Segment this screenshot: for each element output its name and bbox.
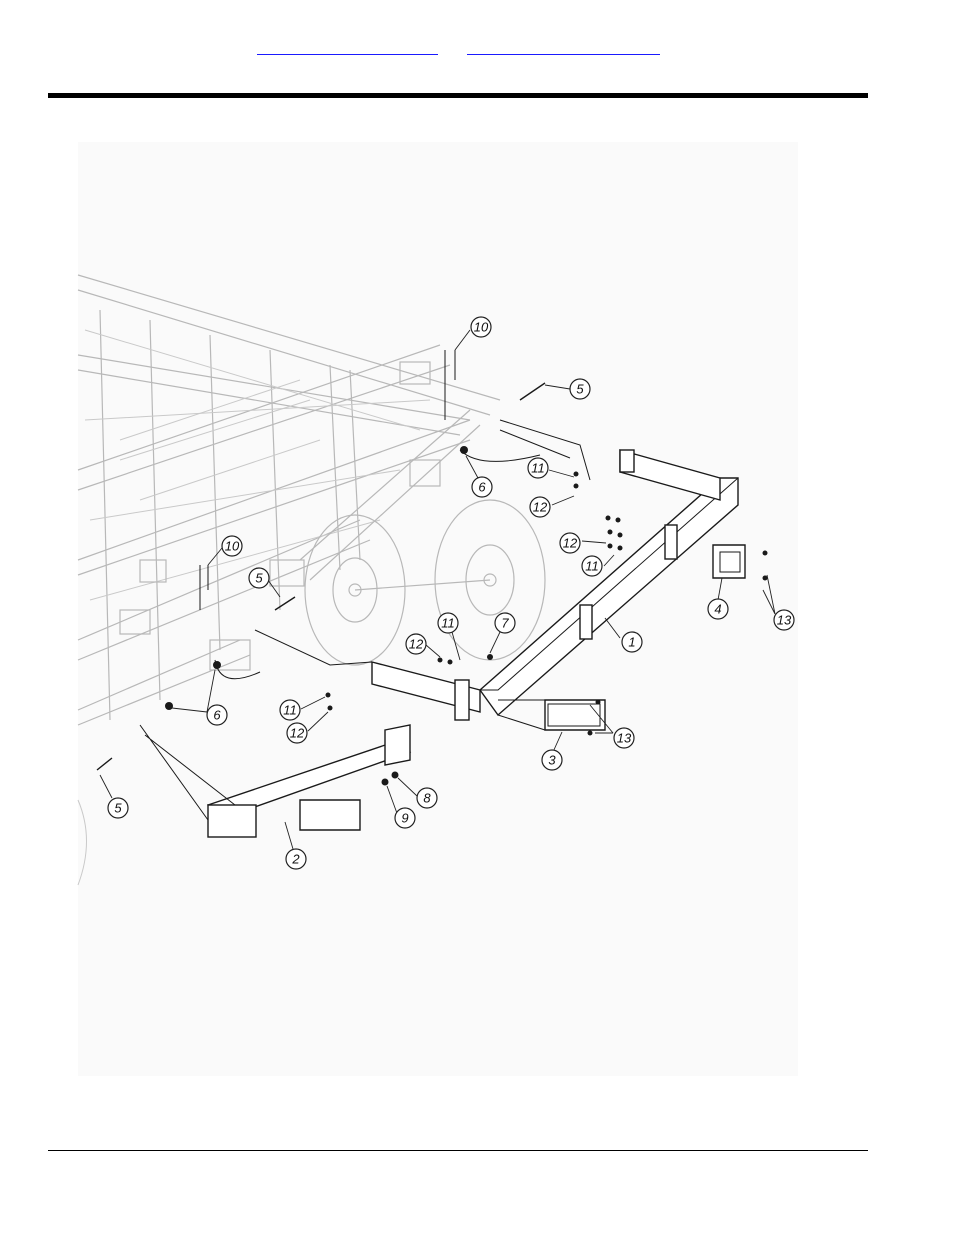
svg-text:12: 12 bbox=[563, 536, 578, 551]
svg-text:5: 5 bbox=[576, 382, 584, 397]
callout-6-upper: 6 bbox=[472, 477, 492, 497]
callout-12-lower: 12 bbox=[287, 723, 307, 743]
callout-1: 1 bbox=[622, 632, 642, 652]
svg-text:11: 11 bbox=[585, 559, 599, 574]
callout-10-lower: 10 bbox=[222, 536, 242, 556]
footer-rule bbox=[48, 1150, 868, 1151]
svg-text:11: 11 bbox=[441, 616, 455, 631]
callout-6-lower: 6 bbox=[207, 705, 227, 725]
callout-11-lower: 11 bbox=[280, 700, 300, 720]
svg-text:6: 6 bbox=[213, 708, 221, 723]
callout-9: 9 bbox=[395, 808, 415, 828]
svg-text:2: 2 bbox=[291, 852, 300, 867]
svg-text:1: 1 bbox=[628, 635, 635, 650]
svg-text:5: 5 bbox=[114, 801, 122, 816]
callout-3: 3 bbox=[542, 750, 562, 770]
callout-10-upper: 10 bbox=[471, 317, 491, 337]
svg-text:7: 7 bbox=[501, 616, 509, 631]
callout-7: 7 bbox=[495, 613, 515, 633]
svg-text:12: 12 bbox=[533, 500, 548, 515]
callout-5-lower: 5 bbox=[108, 798, 128, 818]
callout-11-center: 11 bbox=[438, 613, 458, 633]
callout-5-upper: 5 bbox=[570, 379, 590, 399]
svg-text:10: 10 bbox=[474, 320, 489, 335]
svg-text:12: 12 bbox=[290, 726, 305, 741]
callout-13-right: 13 bbox=[774, 610, 794, 630]
svg-text:11: 11 bbox=[531, 461, 545, 476]
callout-4: 4 bbox=[708, 599, 728, 619]
ghost-frame bbox=[78, 275, 545, 885]
svg-text:11: 11 bbox=[283, 703, 297, 718]
svg-text:13: 13 bbox=[777, 613, 792, 628]
callout-12-upper: 12 bbox=[530, 497, 550, 517]
leader-lines bbox=[100, 330, 775, 849]
svg-text:6: 6 bbox=[478, 480, 486, 495]
callout-11-right: 11 bbox=[582, 556, 602, 576]
svg-text:4: 4 bbox=[714, 602, 721, 617]
svg-text:13: 13 bbox=[617, 731, 632, 746]
svg-text:12: 12 bbox=[409, 637, 424, 652]
svg-text:3: 3 bbox=[548, 753, 556, 768]
callout-12-center: 12 bbox=[406, 634, 426, 654]
svg-text:9: 9 bbox=[401, 811, 408, 826]
callout-13-lower: 13 bbox=[614, 728, 634, 748]
svg-text:10: 10 bbox=[225, 539, 240, 554]
svg-text:5: 5 bbox=[255, 571, 263, 586]
callout-8: 8 bbox=[417, 788, 437, 808]
callout-12-right: 12 bbox=[560, 533, 580, 553]
callout-2: 2 bbox=[286, 849, 306, 869]
callout-5-middle: 5 bbox=[249, 568, 269, 588]
svg-text:8: 8 bbox=[423, 791, 431, 806]
callout-11-upper: 11 bbox=[528, 458, 548, 478]
